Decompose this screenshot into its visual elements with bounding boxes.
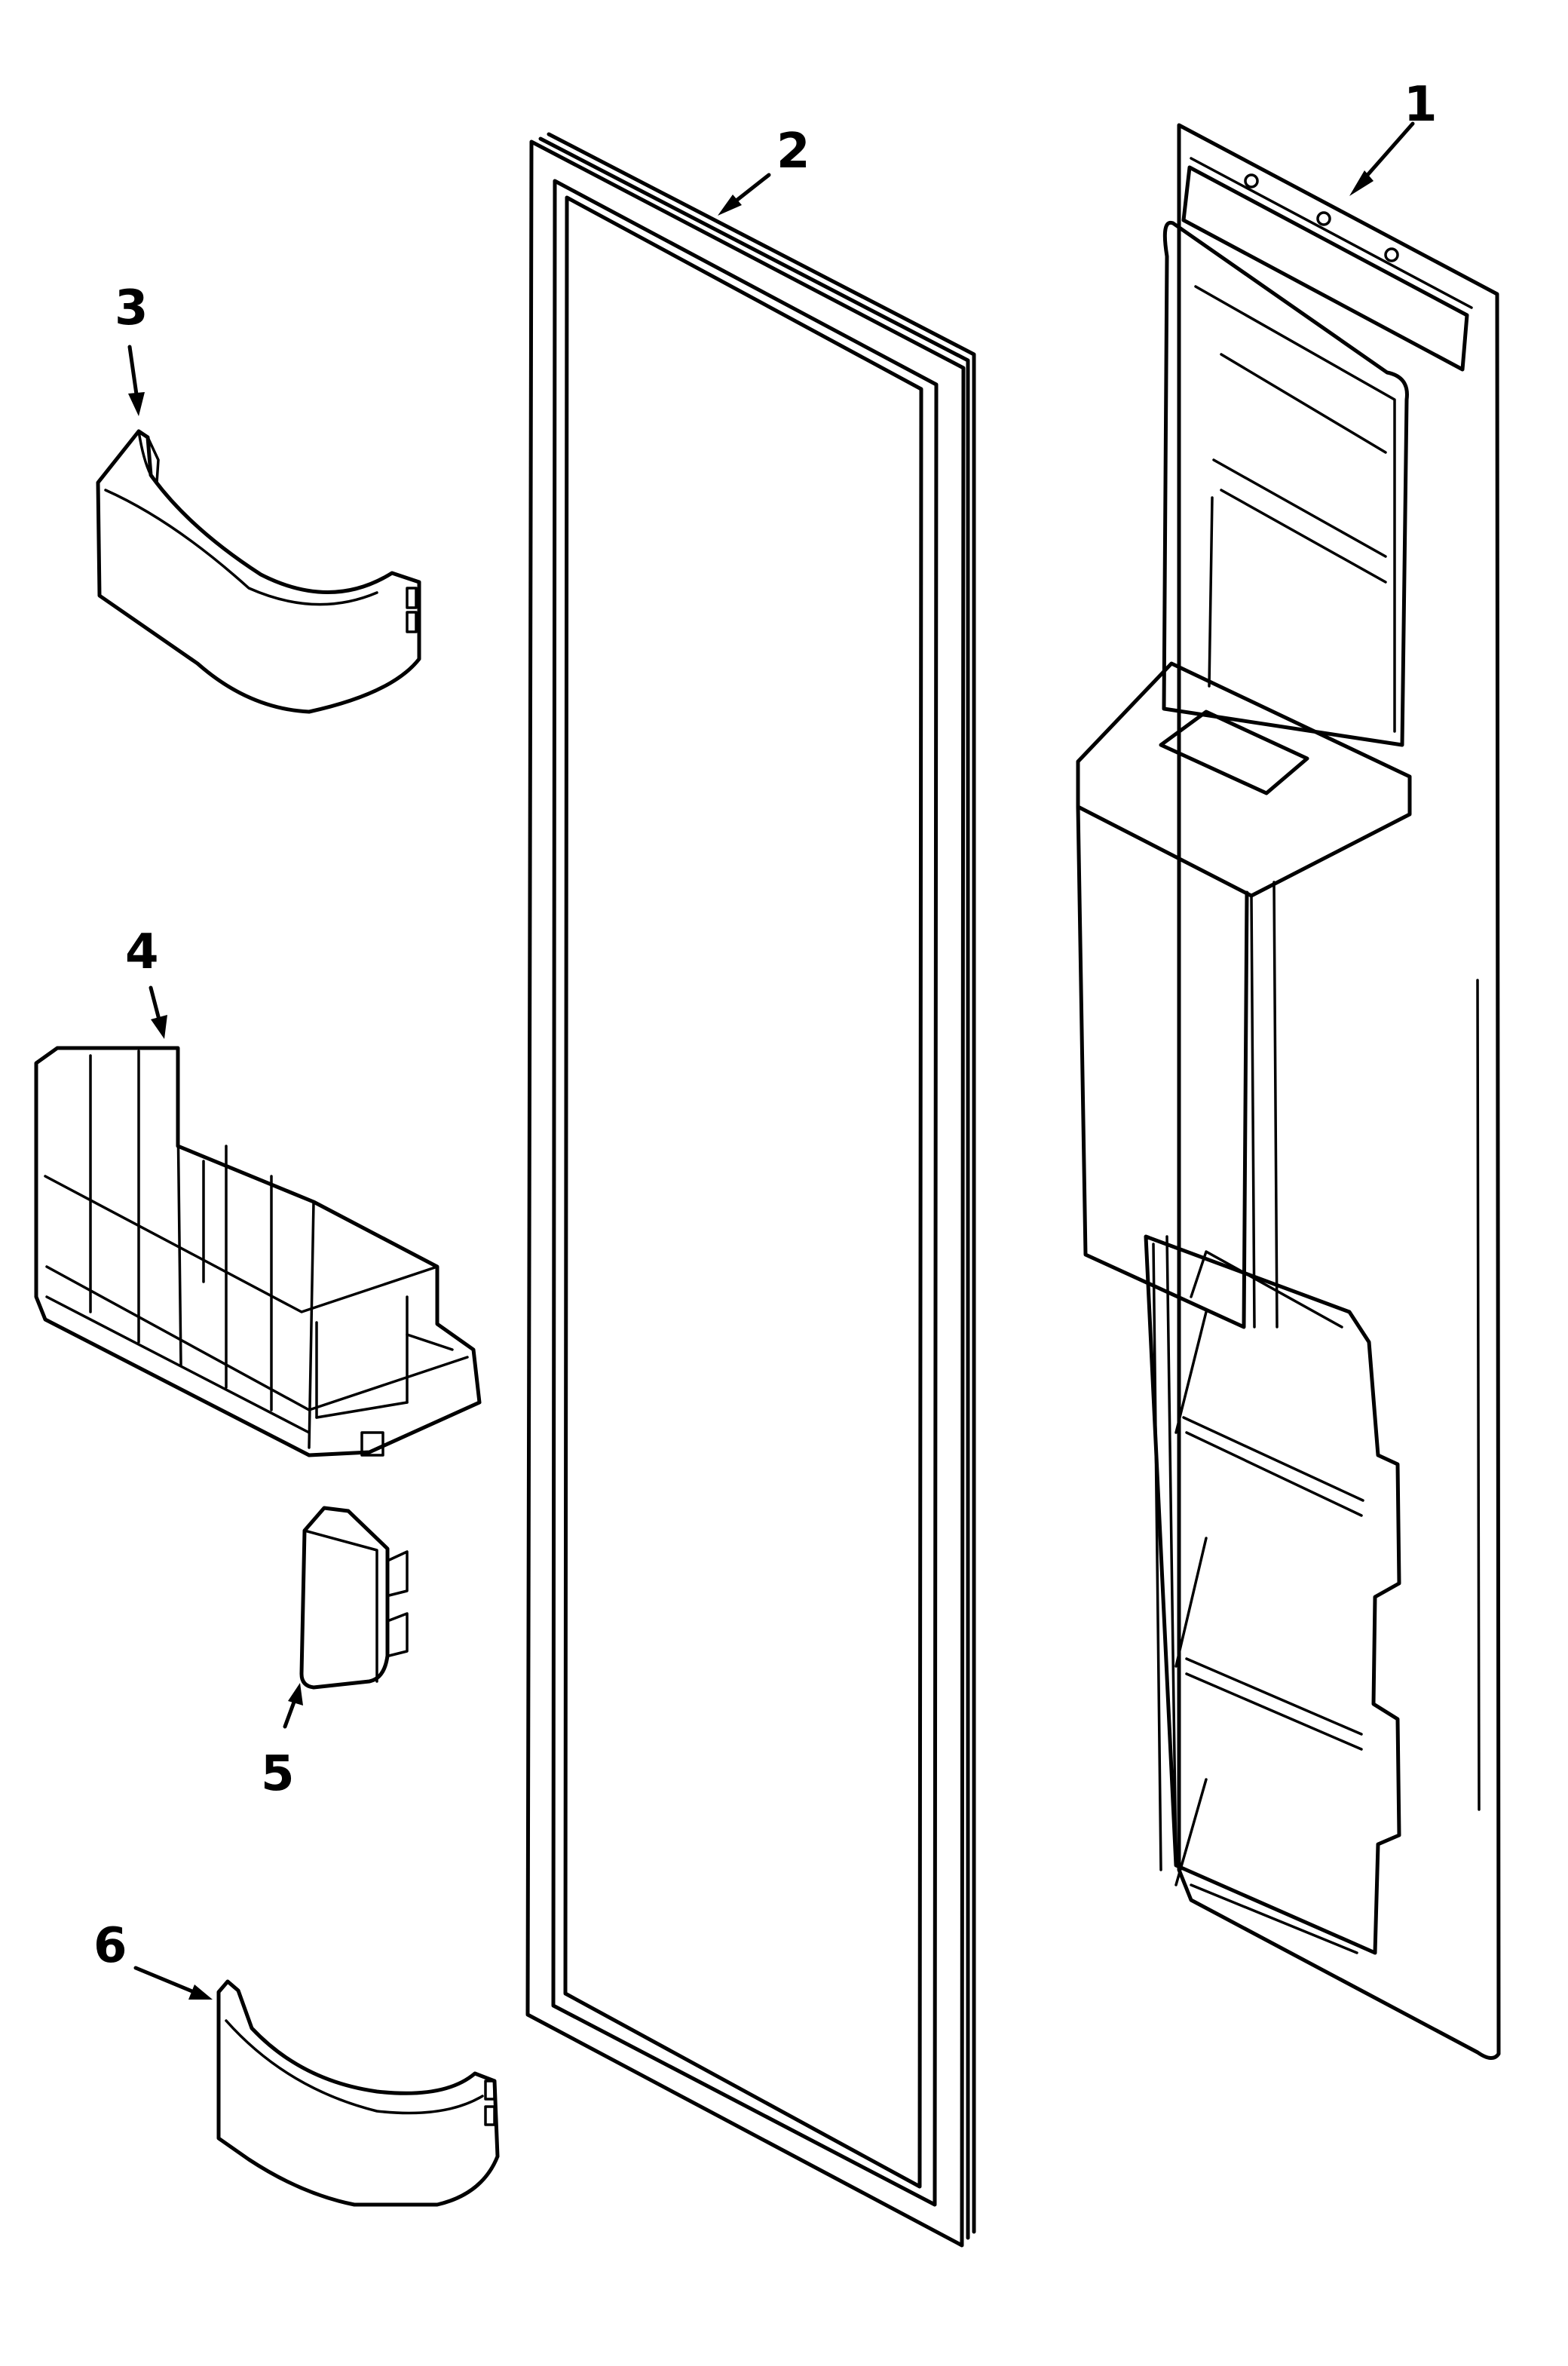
callout-label-4: 4 xyxy=(125,924,159,980)
callout-label-3: 3 xyxy=(115,280,149,336)
door-bin-part-6 xyxy=(216,1979,500,2207)
clip-bin-part-5 xyxy=(299,1506,409,1690)
arrow-2-head xyxy=(718,195,742,216)
wire-basket-part-4 xyxy=(34,1046,482,1457)
callout-labels: 1 2 3 4 5 6 xyxy=(93,77,1438,1974)
door-liner-part-1 xyxy=(1076,123,1501,2060)
callout-label-1: 1 xyxy=(1404,77,1438,133)
callout-label-5: 5 xyxy=(261,1746,295,1802)
door-gasket-part-2 xyxy=(525,132,976,2248)
arrow-5-head xyxy=(288,1683,303,1706)
arrow-4-head xyxy=(151,1015,167,1039)
callout-arrows xyxy=(127,121,1415,2000)
arrow-1-head xyxy=(1349,170,1374,196)
callout-label-6: 6 xyxy=(93,1918,127,1974)
arrow-6-head xyxy=(188,1984,213,2000)
callout-label-2: 2 xyxy=(776,124,810,179)
arrow-3-head xyxy=(128,392,145,416)
door-bin-part-3 xyxy=(96,429,421,714)
